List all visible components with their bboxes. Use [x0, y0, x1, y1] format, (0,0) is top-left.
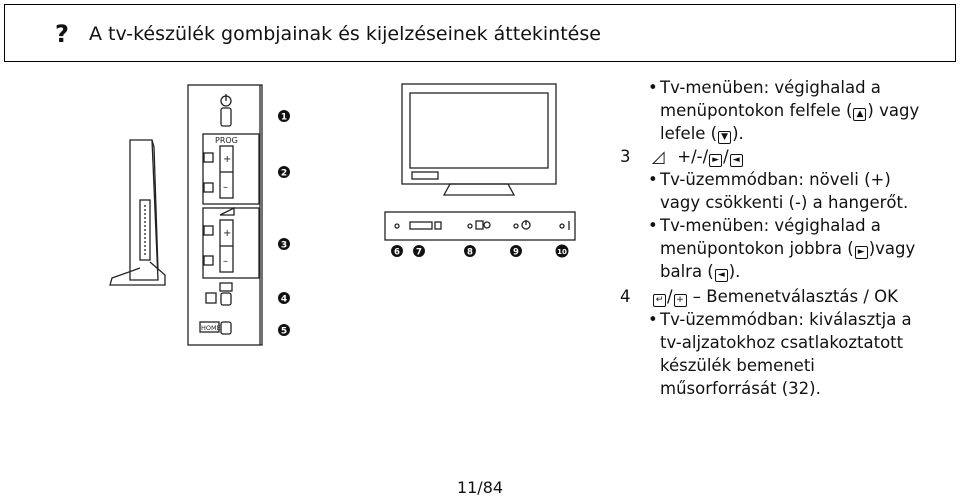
power-button-icon — [220, 94, 232, 127]
callout-6: 6 — [394, 248, 400, 258]
tv-side-view — [109, 139, 166, 286]
side-button-panel — [187, 84, 263, 346]
prog-label: PROG — [215, 136, 238, 145]
item-4: 4 ↵/+ – Bemenetválasztás / OK — [620, 287, 898, 307]
vol-plus-label: + — [223, 228, 231, 239]
arrow-down-icon: ▼ — [718, 131, 732, 144]
callout-8: 8 — [467, 248, 473, 258]
instructions-column: Tv-menüben: végighalad a menüpontokon fe… — [620, 76, 955, 400]
list-item: Tv-menüben: végighalad a menüpontokon fe… — [620, 76, 955, 145]
input-icon — [205, 282, 233, 306]
arrow-left-icon: ◄ — [729, 154, 743, 167]
ok-icon: + — [673, 294, 687, 307]
prog-down-icon — [203, 182, 214, 193]
input-icon: ↵ — [653, 294, 666, 307]
vol-up-icon — [203, 225, 214, 236]
list-item: Tv-üzemmódban: kiválasztja a tv-aljzatok… — [620, 308, 955, 400]
prog-minus-label: – — [223, 182, 228, 193]
volume-icon — [219, 206, 235, 216]
callout-7: 7 — [416, 248, 422, 258]
callouts-front: 6 7 8 9 10 — [391, 244, 569, 258]
prog-up-icon — [203, 152, 214, 163]
indicator-strip — [384, 211, 576, 241]
home-label: HOME — [201, 324, 221, 332]
page-number: 11/84 — [456, 478, 504, 497]
callout-2: 2 — [281, 169, 287, 179]
home-button-icon — [199, 321, 232, 335]
vol-minus-label: – — [223, 256, 228, 267]
item-3: 3 ◿ +/-/►/◄ — [620, 145, 955, 168]
callout-1: 1 — [281, 113, 287, 123]
volume-icon: ◿ — [652, 147, 665, 166]
callout-4: 4 — [281, 295, 287, 305]
callout-5: 5 — [281, 327, 287, 337]
callout-9: 9 — [513, 248, 519, 258]
tv-front-view — [401, 83, 557, 196]
arrow-right-icon: ► — [854, 246, 868, 259]
list-item: Tv-üzemmódban: növeli (+) vagy csökkenti… — [620, 168, 955, 214]
list-item: Tv-menüben: végighalad a menüpontokon jo… — [620, 214, 955, 283]
question-mark-icon: ? — [55, 20, 69, 48]
page-title: A tv-készülék gombjainak és kijelzéseine… — [89, 23, 601, 45]
arrow-up-icon: ▲ — [853, 108, 867, 121]
callout-3: 3 — [281, 241, 287, 251]
callout-10: 10 — [557, 248, 567, 256]
prog-plus-label: + — [223, 154, 231, 165]
arrow-right-icon: ► — [709, 154, 723, 167]
vol-down-icon — [203, 255, 214, 266]
callouts-side: 1 2 3 4 5 — [278, 110, 290, 337]
arrow-left-icon: ◄ — [714, 269, 728, 282]
section-header: ? A tv-készülék gombjainak és kijelzései… — [4, 4, 956, 62]
